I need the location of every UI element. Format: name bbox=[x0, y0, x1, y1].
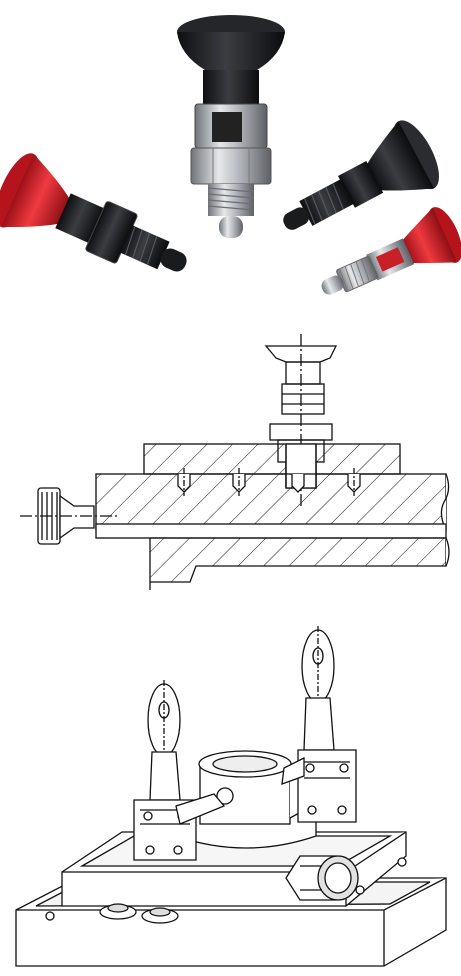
section-base bbox=[95, 523, 450, 590]
fixture-pads bbox=[45, 857, 407, 924]
red-knob-plunger-left bbox=[0, 153, 187, 272]
fixture-indexing-plunger bbox=[285, 855, 359, 901]
indexing-plungers-photo bbox=[0, 0, 461, 320]
toggle-clamp-right bbox=[281, 626, 357, 823]
section-slide-rail bbox=[95, 468, 450, 531]
red-knob-plunger-small bbox=[321, 207, 461, 295]
indexing-plunger-section-drawing bbox=[0, 320, 461, 610]
section-side-knob bbox=[20, 487, 120, 545]
toggle-clamp-left bbox=[133, 680, 226, 861]
section-top-plate bbox=[143, 443, 401, 489]
fixture-drawing-svg bbox=[15, 626, 447, 967]
plungers-illustration bbox=[0, 15, 461, 295]
black-knob-plunger-right bbox=[283, 120, 439, 230]
clamping-fixture-drawing bbox=[0, 610, 461, 976]
section-drawing-svg bbox=[20, 334, 450, 590]
black-knob-plunger-center bbox=[177, 15, 285, 238]
